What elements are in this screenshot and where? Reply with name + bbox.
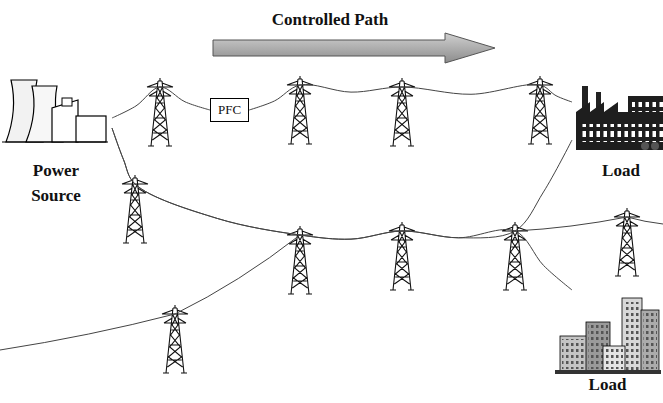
power-line: [249, 84, 572, 110]
power-line: [0, 235, 300, 350]
arrow-caption: Controlled Path: [272, 9, 388, 31]
power-line: [112, 87, 210, 118]
city-load: Load: [552, 290, 663, 396]
caption-text: Controlled Path: [272, 9, 388, 31]
node-label: Power Source: [11, 158, 101, 208]
direction-arrow: [213, 33, 495, 63]
controller-box: PFC: [210, 98, 249, 122]
power-plant-icon: [2, 80, 108, 142]
factory-load: Load: [572, 88, 663, 183]
power-line: [515, 217, 663, 231]
box-label: PFC: [218, 101, 241, 119]
node-label: Load: [563, 374, 653, 396]
power-line: [112, 128, 572, 239]
power-line: [112, 128, 572, 290]
factory-icon: [576, 86, 663, 150]
city-icon: [555, 298, 661, 374]
power-source: Power Source: [0, 70, 112, 208]
transmission-tower: [122, 76, 640, 373]
node-label: Load: [576, 158, 663, 183]
